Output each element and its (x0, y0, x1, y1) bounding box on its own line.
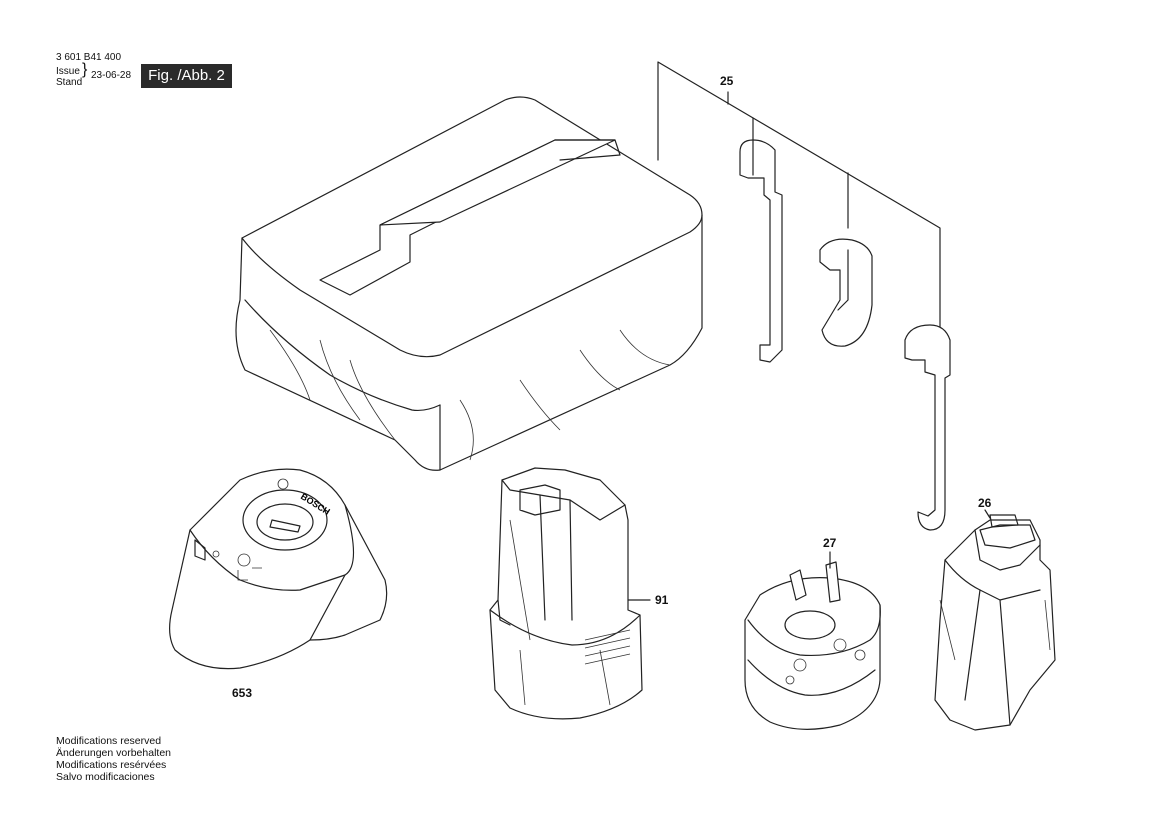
figure-badge: Fig. /Abb. 2 (141, 64, 232, 88)
label-91: 91 (655, 593, 669, 607)
label-27: 27 (823, 536, 837, 550)
brace: } (82, 61, 88, 78)
clip-hook (904, 324, 951, 531)
battery (489, 467, 643, 720)
note-fr: Modifications resérvées (56, 759, 167, 771)
note-de: Änderungen vorbehalten (56, 747, 172, 759)
leader-26 (984, 509, 991, 519)
label-26: 26 (978, 496, 992, 510)
modification-notes: Modifications reserved Änderungen vorbeh… (56, 735, 171, 783)
carry-bag (235, 96, 703, 471)
battery-base (744, 561, 881, 730)
issue-label: Issue (56, 66, 80, 77)
part-number: 3 601 B41 400 (56, 52, 122, 63)
charger: BOSCH (169, 468, 388, 670)
note-es: Salvo modificaciones (56, 771, 155, 783)
clip-long (739, 139, 783, 363)
label-25: 25 (720, 74, 734, 88)
clip-short (819, 238, 873, 347)
issue-date: 23-06-28 (91, 70, 132, 81)
label-653: 653 (232, 686, 253, 700)
battery-cap (934, 514, 1056, 731)
note-en: Modifications reserved (56, 735, 162, 747)
stand-label: Stand (56, 77, 83, 88)
